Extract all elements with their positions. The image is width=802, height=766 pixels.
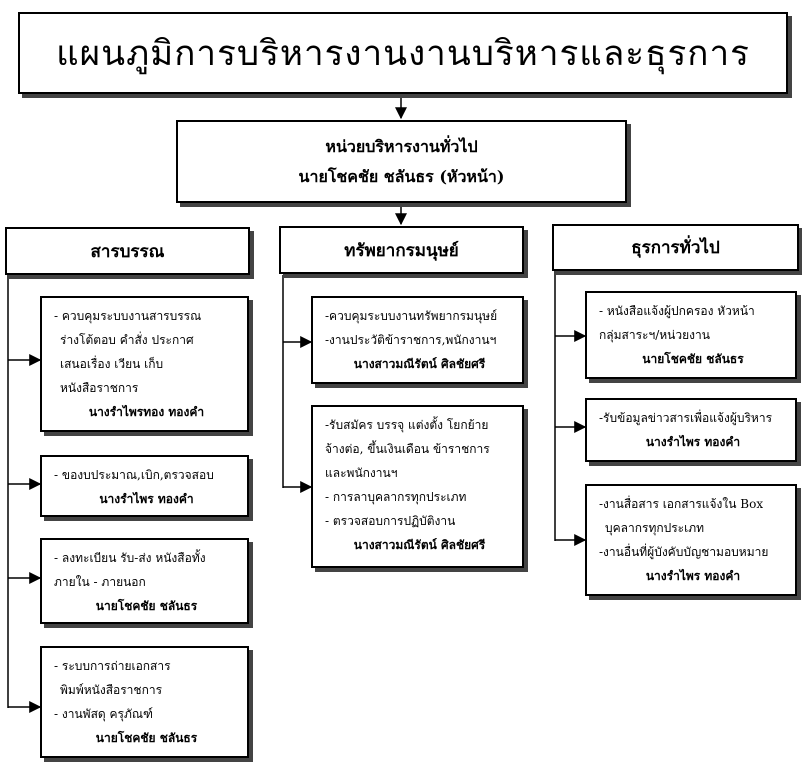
task-box-saraban-2: - ของบประมาณ,เบิก,ตรวจสอบ นางรำไพร ทองคำ: [40, 455, 249, 517]
task-box-saraban-4: - ระบบการถ่ายเอกสาร พิมพ์หนังสือราชการ -…: [40, 646, 249, 758]
task-person: นางรำไพร ทองคำ: [99, 492, 194, 506]
task-person: นางรำไพร ทองคำ: [645, 569, 741, 583]
task-line: พิมพ์หนังสือราชการ: [60, 683, 163, 697]
task-line: - ตรวจสอบการปฏิบัติงาน: [325, 514, 456, 528]
task-box-general-2: -รับข้อมูลข่าวสารเพื่อแจ้งผู้บริหาร นางร…: [585, 398, 797, 462]
task-person: นายโชคชัย ชลันธร: [95, 599, 198, 613]
task-line: ร่างโต้ตอบ คำสั่ง ประกาศ: [60, 333, 194, 347]
task-line: -งานประวัติข้าราชการ,พนักงานฯ: [325, 333, 497, 347]
task-line: -งานอื่นที่ผู้บังคับบัญชามอบหมาย: [599, 545, 769, 559]
task-line: -รับสมัคร บรรจุ แต่งตั้ง โยกย้าย: [325, 418, 489, 432]
column-heading: ธุรการทั่วไป: [631, 238, 720, 258]
task-line: - ระบบการถ่ายเอกสาร: [54, 659, 171, 673]
task-box-saraban-1: - ควบคุมระบบงานสารบรรณ ร่างโต้ตอบ คำสั่ง…: [40, 296, 249, 432]
task-person: นายโชคชัย ชลันธร: [95, 731, 198, 745]
column-header-hr: ทรัพยากรมนุษย์: [279, 226, 524, 274]
column-header-saraban: สารบรรณ: [5, 227, 250, 275]
task-box-hr-2: -รับสมัคร บรรจุ แต่งตั้ง โยกย้าย จ้างต่อ…: [311, 405, 524, 568]
task-person: นางรำไพรทอง ทองคำ: [88, 405, 205, 419]
task-box-general-1: - หนังสือแจ้งผู้ปกครอง หัวหน้า กลุ่มสาระ…: [585, 291, 797, 379]
task-line: -งานสื่อสาร เอกสารแจ้งใน Box: [599, 497, 764, 511]
column-header-general: ธุรการทั่วไป: [552, 224, 799, 271]
head-unit-box: หน่วยบริหารงานทั่วไป นายโชคชัย ชลันธร (ห…: [176, 120, 627, 203]
task-line: - การลาบุคลากรทุกประเภท: [325, 490, 467, 504]
task-box-general-3: -งานสื่อสาร เอกสารแจ้งใน Box บุคลากรทุกป…: [585, 484, 797, 596]
task-line: - งานพัสดุ ครุภัณฑ์: [54, 707, 153, 721]
title-box: แผนภูมิการบริหารงานงานบริหารและธุรการ: [18, 12, 788, 94]
task-line: บุคลากรทุกประเภท: [605, 521, 705, 535]
task-person: นางสาวมณีรัตน์ ศิลชัยศรี: [353, 538, 486, 552]
chart-title: แผนภูมิการบริหารงานงานบริหารและธุรการ: [56, 33, 750, 74]
task-line: ภายใน - ภายนอก: [54, 575, 146, 589]
task-line: - หนังสือแจ้งผู้ปกครอง หัวหน้า: [599, 304, 755, 318]
task-person: นายโชคชัย ชลันธร: [642, 352, 744, 366]
task-line: หนังสือราชการ: [60, 381, 139, 395]
column-heading: ทรัพยากรมนุษย์: [344, 240, 459, 261]
task-line: กลุ่มสาระฯ/หน่วยงาน: [599, 328, 710, 342]
head-unit-person: นายโชคชัย ชลันธร (หัวหน้า): [298, 166, 505, 186]
task-box-hr-1: -ควบคุมระบบงานทรัพยากรมนุษย์ -งานประวัติ…: [311, 296, 524, 384]
task-box-saraban-3: - ลงทะเบียน รับ-ส่ง หนังสือทั้ง ภายใน - …: [40, 538, 249, 624]
task-line: จ้างต่อ, ขึ้นเงินเดือน ข้าราชการ: [325, 442, 490, 456]
column-heading: สารบรรณ: [90, 241, 165, 262]
task-person: นางสาวมณีรัตน์ ศิลชัยศรี: [353, 357, 486, 371]
task-line: และพนักงานฯ: [325, 466, 398, 480]
task-line: -ควบคุมระบบงานทรัพยากรมนุษย์: [325, 309, 498, 323]
task-line: - ของบประมาณ,เบิก,ตรวจสอบ: [54, 468, 214, 482]
head-unit-name: หน่วยบริหารงานทั่วไป: [325, 136, 478, 156]
task-line: -รับข้อมูลข่าวสารเพื่อแจ้งผู้บริหาร: [599, 411, 773, 425]
task-line: เสนอเรื่อง เวียน เก็บ: [60, 357, 164, 371]
task-person: นางรำไพร ทองคำ: [645, 435, 741, 449]
task-line: - ลงทะเบียน รับ-ส่ง หนังสือทั้ง: [54, 551, 206, 565]
task-line: - ควบคุมระบบงานสารบรรณ: [54, 309, 202, 323]
